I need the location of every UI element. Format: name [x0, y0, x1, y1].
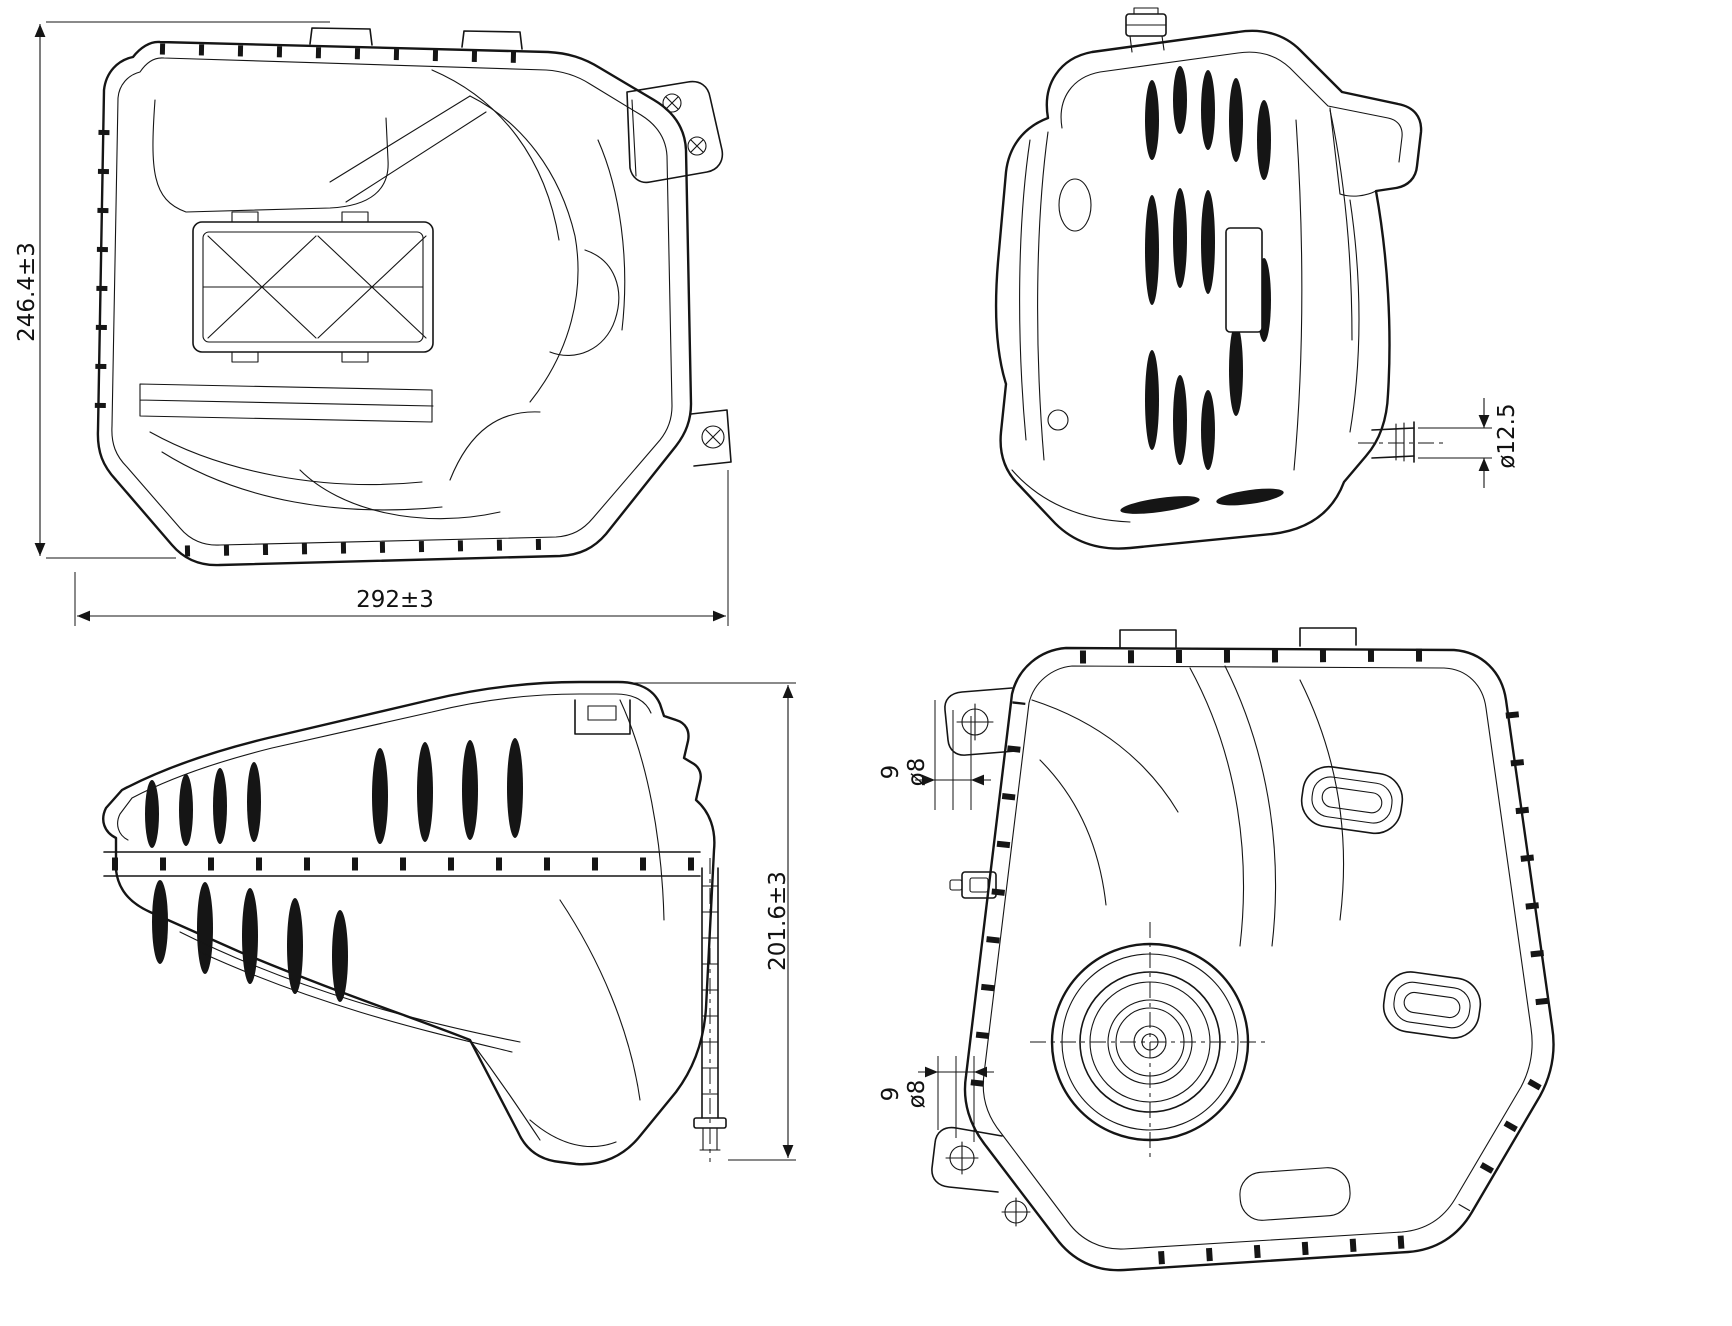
top-hole-offset-lower-label: 9	[878, 1087, 904, 1102]
port-diameter-label: ø12.5	[1494, 403, 1520, 468]
dim-front-width: 292±3	[74, 470, 729, 626]
left-side-view	[102, 680, 727, 1166]
sensor-connector	[949, 871, 997, 899]
overflow-pipe	[693, 858, 727, 1162]
mount-tab-upper	[944, 687, 1017, 756]
outlet-spout	[1358, 421, 1448, 463]
side-height-label: 201.6±3	[765, 871, 791, 971]
dim-front-height: 246.4±3	[14, 21, 330, 559]
top-hole-diameter-upper-label: ø8	[904, 758, 930, 787]
dim-port-diameter: ø12.5	[1418, 398, 1520, 488]
handle-upper	[1300, 765, 1404, 835]
mounting-bracket	[626, 80, 724, 184]
rib-leaves	[1120, 66, 1284, 514]
upper-ribs	[145, 738, 523, 848]
filler-cap	[1030, 922, 1270, 1162]
mount-tab-lower	[931, 1126, 1031, 1227]
dim-side-height: 201.6±3	[632, 682, 796, 1161]
dim-top-hole-upper: 9 ø8	[878, 700, 991, 810]
right-side-view	[994, 7, 1448, 550]
top-hole-diameter-lower-label: ø8	[904, 1080, 930, 1109]
dim-top-hole-lower: 9 ø8	[878, 1056, 994, 1142]
top-hole-offset-upper-label: 9	[878, 765, 904, 780]
front-view	[94, 27, 732, 567]
top-cap	[1125, 7, 1167, 53]
side-bolt-tab	[690, 409, 732, 467]
front-height-label: 246.4±3	[14, 242, 40, 342]
top-view	[931, 627, 1555, 1272]
x-brace-grid	[192, 211, 434, 363]
handle-lower	[1382, 971, 1482, 1039]
lower-ribs	[152, 880, 348, 1002]
front-width-label: 292±3	[356, 587, 434, 613]
